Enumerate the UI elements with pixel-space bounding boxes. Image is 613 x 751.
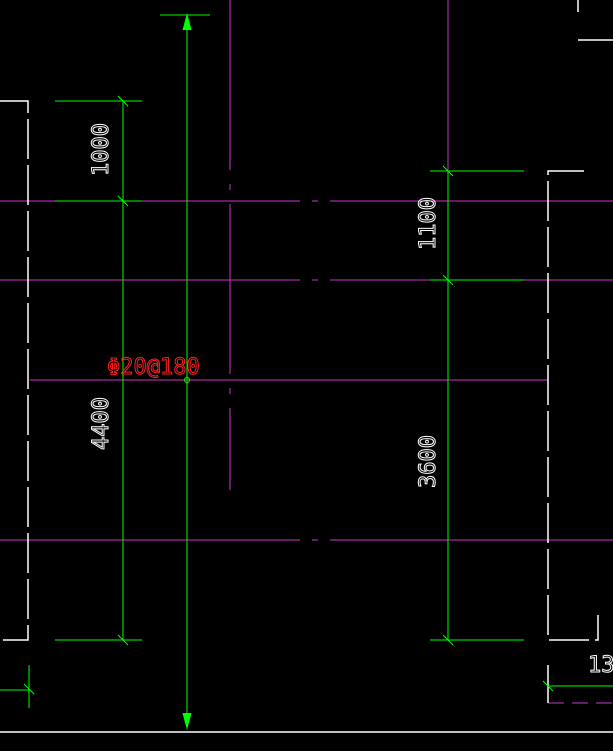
right-dim-tick-top <box>442 165 454 177</box>
rebar-arrow-top <box>182 13 192 31</box>
rebar-node-marker <box>184 377 190 383</box>
dim-text-bottom-right: 13 <box>588 653 613 678</box>
right-wall-outline <box>547 170 599 641</box>
left-wall-outline <box>0 100 29 641</box>
left-dim-tick-top <box>117 95 129 107</box>
wall-outlines <box>0 0 613 733</box>
left-dim-tick-bot <box>117 634 129 646</box>
dim-text-right-upper: 1100 <box>416 197 441 250</box>
left-dim-tick-mid <box>117 195 129 207</box>
dim-text-left-lower: 4400 <box>89 397 114 450</box>
rebar-spec-label: Φ20@180 <box>107 355 200 380</box>
right-dim-tick-mid <box>442 274 454 286</box>
right-dim-tick-bot <box>442 634 454 646</box>
rebar-arrow-bottom <box>182 712 192 730</box>
dim-text-right-lower: 3600 <box>416 435 441 488</box>
dim-text-left-upper: 1000 <box>89 123 114 176</box>
bottom-right-tick <box>542 680 554 692</box>
dimension-lines <box>0 13 613 730</box>
